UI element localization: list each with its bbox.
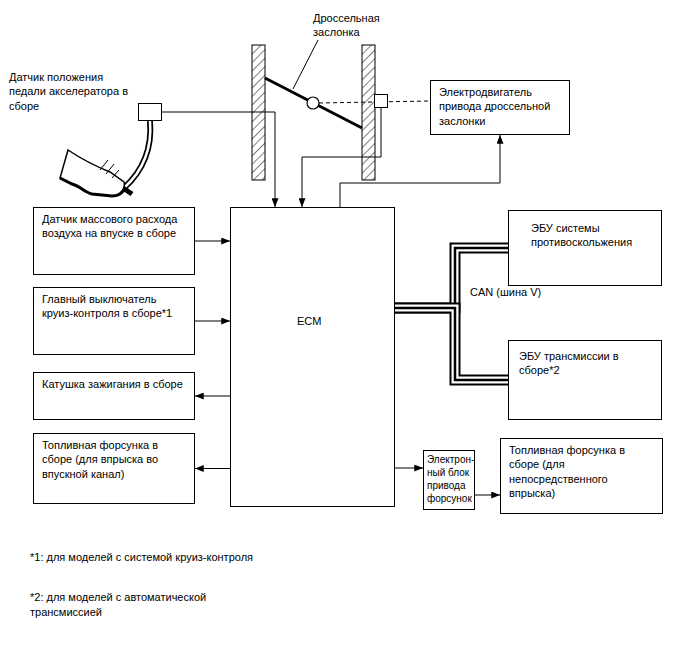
node-text: Главный выключатель круиз-контроля в сбо…: [34, 288, 194, 325]
signal-line: [195, 321, 230, 322]
node-text: Топливная форсунка в сборе (для непосред…: [501, 439, 662, 504]
signal-line: [195, 396, 230, 397]
can-bus-inner: [395, 308, 508, 380]
foot-sole: [60, 178, 124, 196]
node-text: Дроссельная заслонка: [313, 11, 393, 40]
node-text: Датчик массового расхода воздуха на впус…: [34, 208, 194, 245]
signal-line: [340, 135, 500, 207]
signal-line: [302, 108, 381, 207]
node-text: ЭБУ системы противоскольжения: [509, 211, 661, 254]
component-box: Топливная форсунка в сборе (для непосред…: [500, 438, 663, 514]
signal-line: [195, 241, 230, 242]
sensor-box: Дроссельная заслонка: [374, 94, 388, 108]
can-bus-core: [395, 308, 508, 380]
node-text: Катушка зажигания в сборе: [34, 373, 194, 395]
signal-line: [395, 468, 423, 469]
signal-line: [475, 495, 500, 496]
shoe-laces: [100, 160, 119, 178]
footnote: *2: для моделей с автоматической трансми…: [30, 590, 240, 620]
throttle-shaft: [307, 97, 319, 109]
footnote: *1: для моделей с системой круиз-контрол…: [30, 550, 330, 565]
component-box: ЭБУ трансмиссии в сборе*2: [508, 340, 662, 420]
throttle-wall: [362, 45, 375, 180]
component-box: Электродвигатель привода дроссельной зас…: [430, 80, 570, 135]
bus-label: CAN (шина V): [468, 286, 543, 299]
control-module-box: ECM: [230, 207, 395, 507]
leader-line: [293, 40, 318, 89]
signal-line: [162, 112, 275, 207]
throttle-plate: [265, 78, 362, 128]
node-text: ECM: [297, 314, 321, 328]
component-box: Электрон- ный блок привода форсунок: [423, 450, 475, 510]
component-box: ЭБУ системы противоскольжения: [508, 210, 662, 286]
component-box: Датчик массового расхода воздуха на впус…: [33, 207, 195, 275]
sensor-box: Датчик положения педали акселератора в с…: [138, 103, 162, 121]
foot: [60, 150, 124, 196]
signal-line: [195, 468, 230, 469]
component-box: Главный выключатель круиз-контроля в сбо…: [33, 287, 195, 355]
node-text: Электродвигатель привода дроссельной зас…: [431, 81, 569, 132]
component-box: Катушка зажигания в сборе: [33, 372, 195, 420]
node-text: Датчик положения педали акселератора в с…: [9, 70, 129, 113]
node-text: Электрон- ный блок привода форсунок: [424, 451, 474, 507]
pedal-arm: [124, 121, 150, 188]
node-text: Топливная форсунка в сборе (для впрыска …: [34, 434, 194, 485]
can-bus-line: [395, 308, 508, 380]
pedal-arm: [124, 121, 150, 188]
component-box: Топливная форсунка в сборе (для впрыска …: [33, 433, 195, 504]
node-text: ЭБУ трансмиссии в сборе*2: [509, 341, 661, 382]
